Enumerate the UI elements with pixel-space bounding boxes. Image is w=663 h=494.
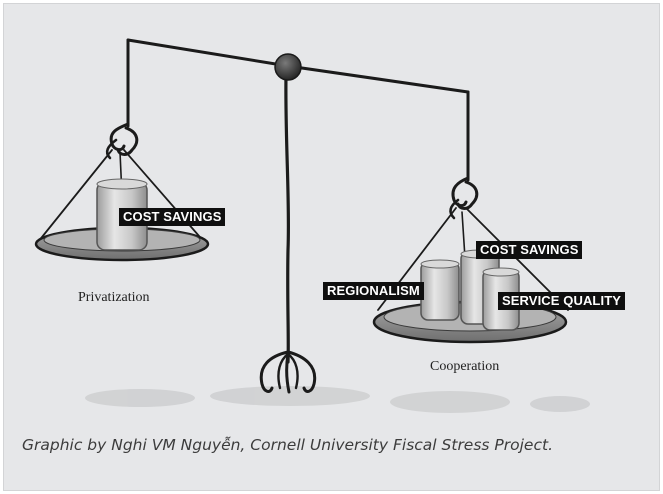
left-hanger (37, 122, 207, 245)
right-jar-tag-regionalism: REGIONALISM (323, 282, 424, 300)
right-jar-left (420, 259, 460, 321)
right-pan-label: Cooperation (430, 359, 500, 374)
right-jar-tag-cost-savings: COST SAVINGS (476, 241, 583, 259)
left-jar-tag: COST SAVINGS (119, 208, 226, 226)
ground-shadow (85, 386, 590, 413)
left-pan-label: Privatization (78, 290, 150, 305)
figure-caption: Graphic by Nghi VM Nguyễn, Cornell Unive… (22, 436, 553, 454)
right-jar-tag-service-quality: SERVICE QUALITY (498, 292, 626, 310)
scale-pillar (259, 72, 317, 394)
pivot-knob (274, 53, 302, 81)
